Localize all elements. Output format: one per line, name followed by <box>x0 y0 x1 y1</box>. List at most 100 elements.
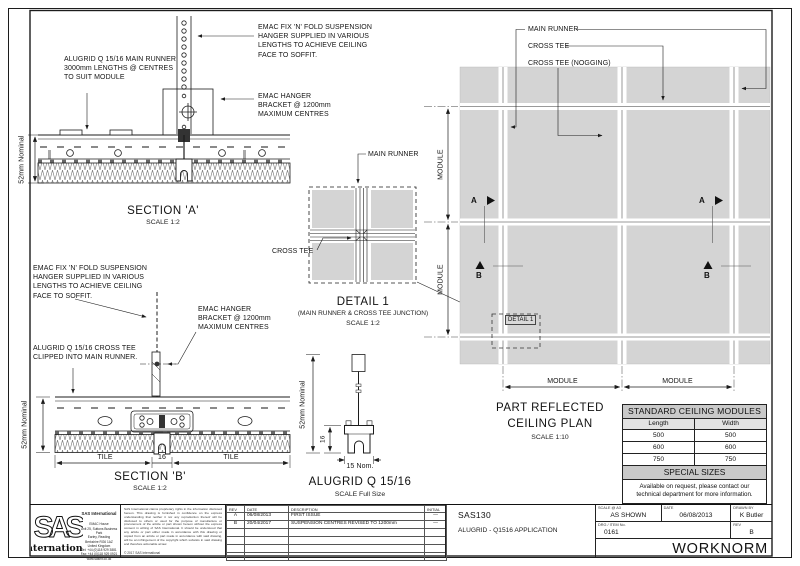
modules-row: 750 750 <box>623 454 766 466</box>
profile-scale: SCALE Full Size <box>334 491 386 498</box>
rev-header: REV <box>226 505 245 513</box>
plan-main-runner-label: MAIN RUNNER <box>528 26 579 33</box>
module-width-value: 500 <box>694 430 766 441</box>
detail-1-subtitle: (MAIN RUNNER & CROSS TEE JUNCTION) <box>297 310 429 317</box>
detail-1-linework <box>308 153 493 318</box>
sas-logo: SAS International <box>31 511 83 555</box>
modules-col-length: Length <box>648 420 669 427</box>
profile-dim-16: 16 <box>319 435 327 444</box>
detail-1-cross-tee-label: CROSS TEE <box>272 248 314 255</box>
module-width-value: 750 <box>694 454 766 465</box>
drawing-title: ALUGRID - Q1516 APPLICATION <box>458 527 558 534</box>
section-b-hanger-label: EMAC FIX 'N' FOLD SUSPENSION HANGER SUPP… <box>33 265 147 300</box>
revision-table: REV DATE DESCRIPTION INITIAL A 06/08/201… <box>226 505 447 561</box>
profile-dim-15: 15 Nom. <box>346 463 374 470</box>
module-length-value: 750 <box>652 456 664 463</box>
section-b-dim-tile-left: TILE <box>97 454 113 461</box>
sas-logo-subtext: International <box>31 543 83 554</box>
special-sizes-note: Available on request, please contact our… <box>623 480 766 503</box>
modules-col-width: Width <box>694 419 766 429</box>
section-b-linework <box>36 292 291 468</box>
revision-row: A 06/08/2013 FIRST ISSUE — <box>226 512 447 521</box>
modules-table-title: STANDARD CEILING MODULES <box>623 405 766 419</box>
title-block-revision-cell: REV DATE DESCRIPTION INITIAL A 06/08/201… <box>225 505 447 561</box>
plan-scale: SCALE 1:10 <box>531 434 569 441</box>
rev-current-value: B <box>749 529 754 536</box>
section-a-title: SECTION 'A' <box>127 205 199 217</box>
scale-cell: SCALE @ A3 AS SHOWN <box>596 505 661 521</box>
module-length-value: 500 <box>652 432 664 439</box>
section-a-bracket-label: EMAC HANGER BRACKET @ 1200mm MAXIMUM CEN… <box>258 93 331 119</box>
revision-row: B 20/04/2017 SUSPENSION CENTRES REVISED … <box>226 520 447 529</box>
rev-date: 20/04/2017 <box>244 520 289 529</box>
worknorm-cell: WORKNORM <box>596 539 772 557</box>
title-block-project-cell: SAS130 ALUGRID - Q1516 APPLICATION <box>445 505 595 557</box>
plan-module-dim-right-span: MODULE <box>645 377 710 387</box>
plan-nogging-label: CROSS TEE (NOGGING) <box>528 60 611 67</box>
rev-desc: FIRST ISSUE <box>288 512 425 521</box>
date-value: 06/08/2013 <box>679 512 713 519</box>
company-address-lines: EMAC House Unit 25, Suttons Business Par… <box>80 522 118 561</box>
scale-label: SCALE @ A3 <box>598 506 621 510</box>
profile-linework <box>306 354 381 464</box>
title-block-info-cell: SCALE @ A3 AS SHOWN DATE 06/08/2013 DRAW… <box>595 505 772 557</box>
title-block-disclaimer-cell: SAS International claims proprietary rig… <box>120 505 225 557</box>
rev-value: B <box>226 520 245 529</box>
sas-logo-text: SAS <box>34 511 83 544</box>
section-b-bracket-label: EMAC HANGER BRACKET @ 1200mm MAXIMUM CEN… <box>198 306 271 332</box>
section-a-scale: SCALE 1:2 <box>146 219 180 226</box>
rev-label: REV <box>733 523 742 527</box>
section-a-linework <box>28 16 291 184</box>
section-b-scale: SCALE 1:2 <box>133 485 167 492</box>
plan-title-line2: CEILING PLAN <box>507 418 593 430</box>
module-width-value: 600 <box>694 442 766 453</box>
initial-header: INITIAL <box>424 505 447 513</box>
plan-cross-tee-label: CROSS TEE <box>528 43 570 50</box>
drg-item-value: 0161 <box>604 529 619 536</box>
drg-item-label: DRG / ITEM No. <box>598 523 626 527</box>
plan-section-marker-a-right: A <box>699 196 705 205</box>
profile-dim-52: 52mm Nominal <box>299 380 307 429</box>
rev-date: 06/08/2013 <box>244 512 289 521</box>
section-b-title: SECTION 'B' <box>114 471 186 483</box>
scale-value: AS SHOWN <box>610 512 647 519</box>
company-address: SAS International EMAC House Unit 25, Su… <box>79 507 119 561</box>
project-number: SAS130 <box>458 510 491 520</box>
section-a-hanger-label: EMAC FIX 'N' FOLD SUSPENSION HANGER SUPP… <box>258 24 372 59</box>
rev-initial: — <box>424 512 447 521</box>
rev-cell: REV B <box>730 522 772 538</box>
detail-1-scale: SCALE 1:2 <box>346 320 380 327</box>
plan-module-dim-left-span: MODULE <box>530 377 595 387</box>
plan-module-dim-bottom: MODULE <box>437 264 445 295</box>
detail-1-main-runner-label: MAIN RUNNER <box>368 151 419 158</box>
profile-title: ALUGRID Q 15/16 <box>308 476 412 488</box>
section-a-runner-label: ALUGRID Q 15/16 MAIN RUNNER 3000mm LENGT… <box>64 56 177 82</box>
plan-section-marker-a-left: A <box>471 196 477 205</box>
worknorm-text: WORKNORM <box>672 541 768 557</box>
plan-section-marker-b-left: B <box>476 271 482 280</box>
description-header: DESCRIPTION <box>288 505 425 513</box>
rev-desc: SUSPENSION CENTRES REVISED TO 1200mm <box>288 520 425 529</box>
plan-title-line1: PART REFLECTED <box>496 402 604 414</box>
title-block-logo-cell: SAS International SAS International EMAC… <box>30 505 120 561</box>
title-block: SAS International SAS International EMAC… <box>30 504 772 561</box>
rev-initial: — <box>424 520 447 529</box>
drawn-by-value: K Butler <box>739 512 764 519</box>
standard-ceiling-modules-table: STANDARD CEILING MODULES Length Width 50… <box>622 404 767 504</box>
date-header: DATE <box>244 505 289 513</box>
detail-1-title: DETAIL 1 <box>336 296 390 308</box>
plan-module-dim-top: MODULE <box>437 149 445 180</box>
date-label: DATE <box>663 506 674 510</box>
drawn-by-cell: DRAWN BY K Butler <box>730 505 772 521</box>
section-b-dim-16: 16 <box>158 454 166 461</box>
disclaimer-text: SAS International claims proprietary rig… <box>124 508 222 546</box>
section-b-dim-52: 52mm Nominal <box>21 400 29 449</box>
section-b-dim-tile-right: TILE <box>223 454 239 461</box>
plan-section-marker-b-right: B <box>704 271 710 280</box>
drawn-by-label: DRAWN BY <box>733 506 754 510</box>
drg-item-cell: DRG / ITEM No. 0161 <box>596 522 730 538</box>
plan-detail-1-callout-label: DETAIL 1 <box>505 315 537 325</box>
modules-row: 600 600 <box>623 442 766 454</box>
